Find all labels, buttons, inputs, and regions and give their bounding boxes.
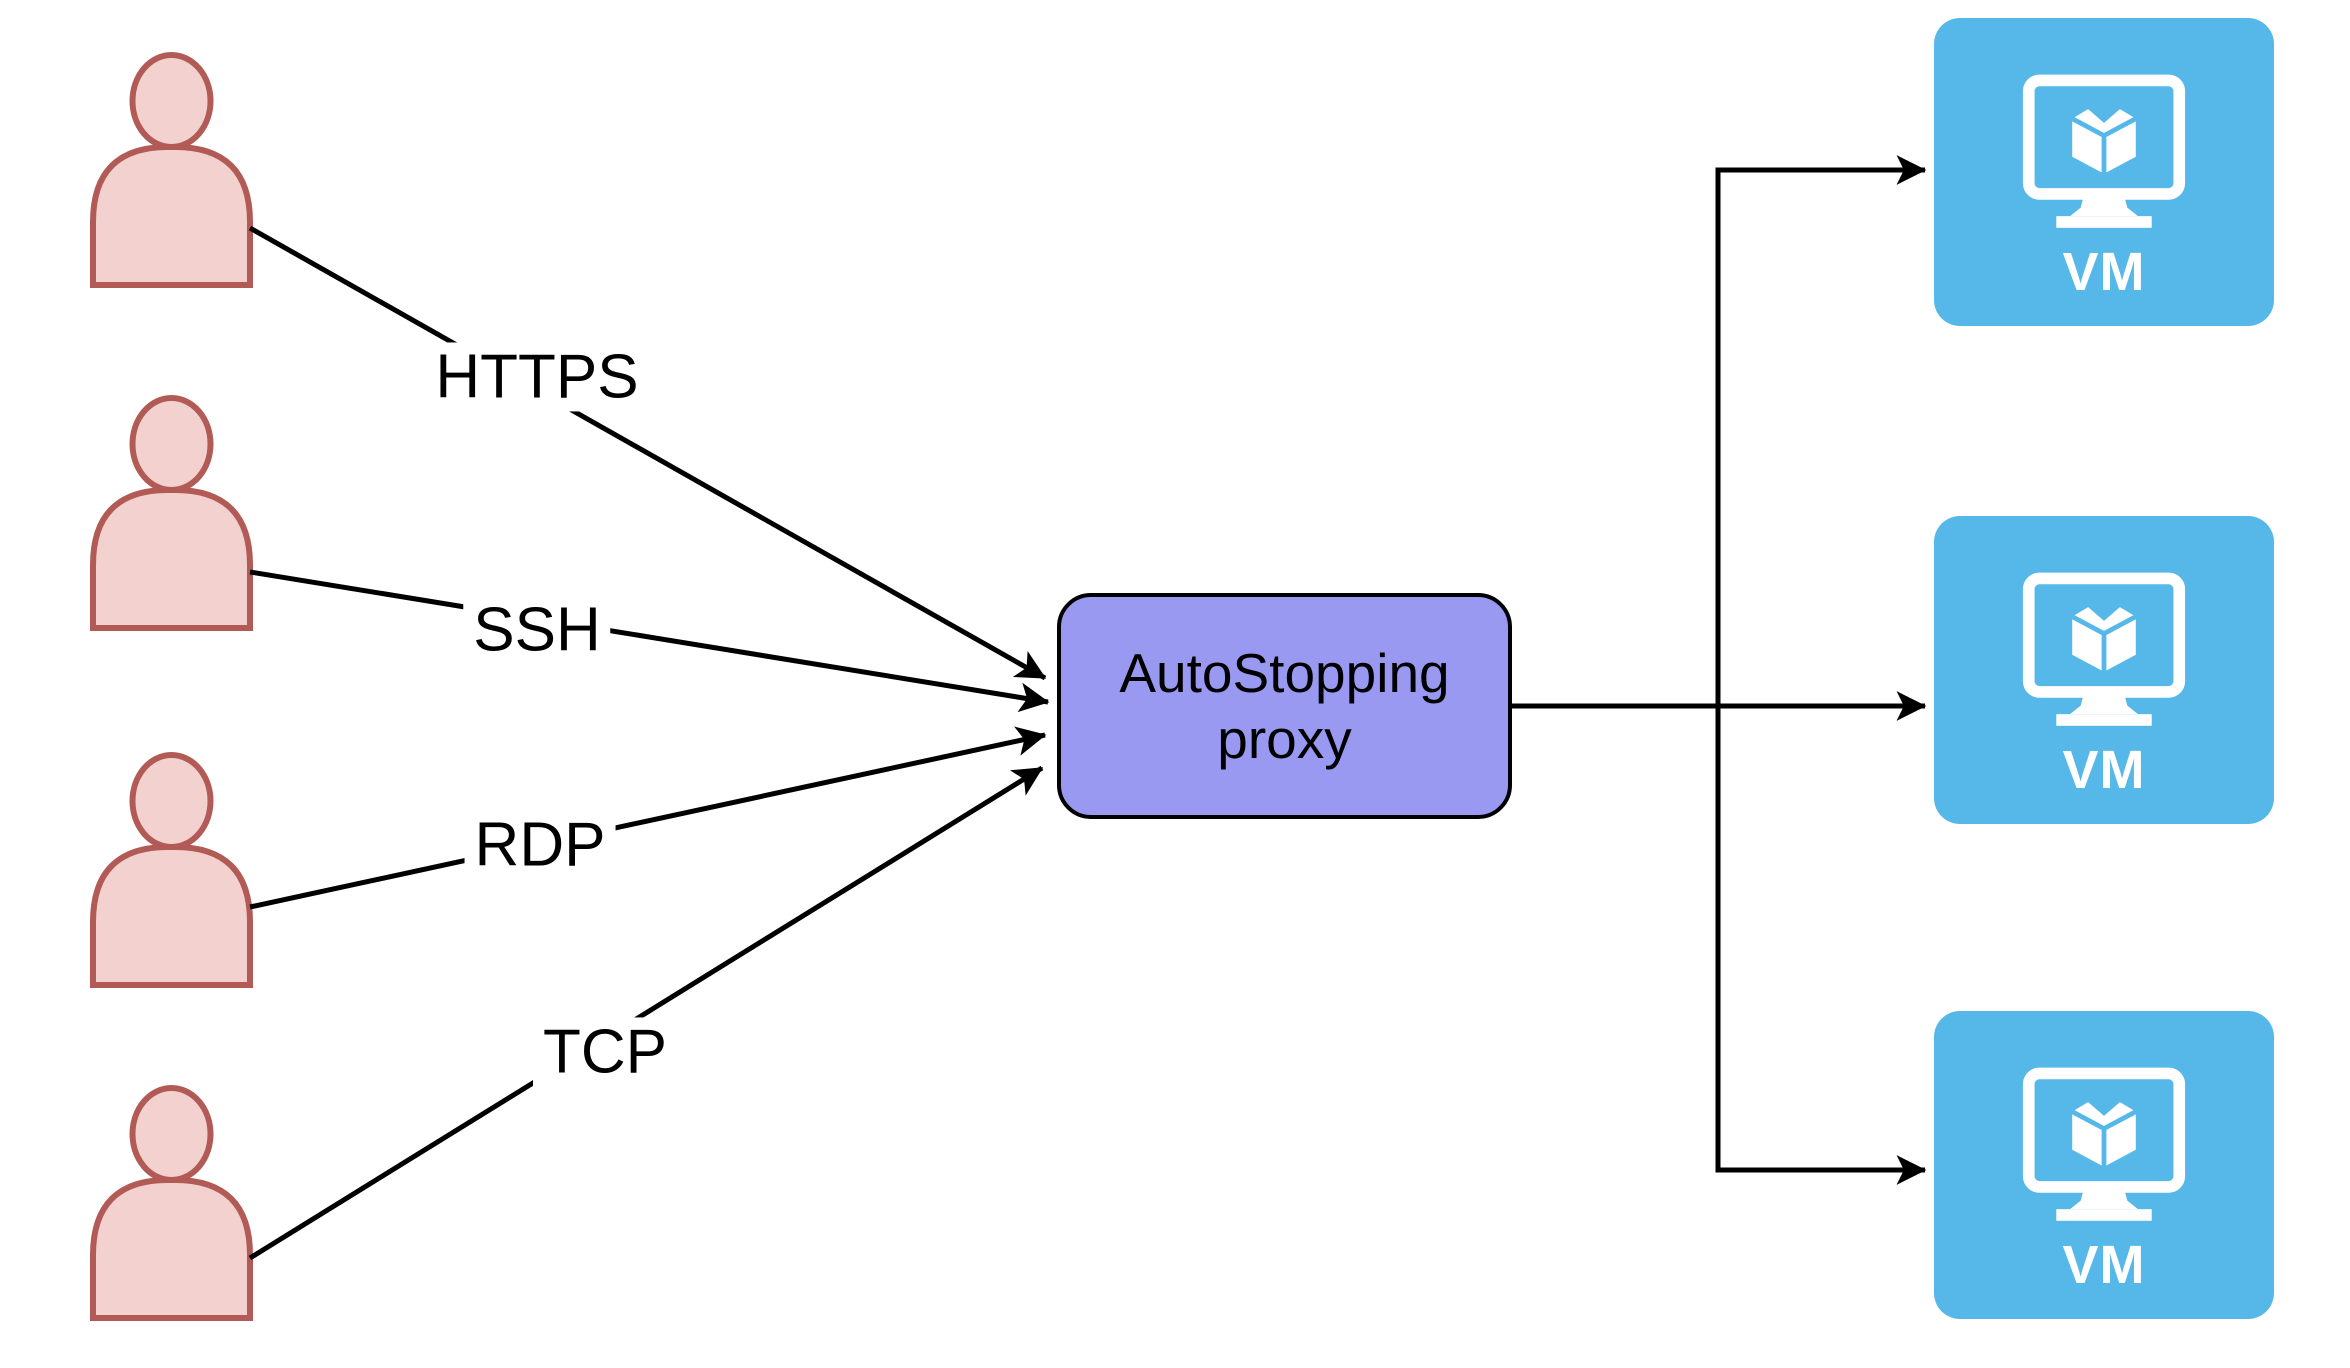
vm-node-1: VM bbox=[1934, 18, 2274, 326]
edge-tcp-line bbox=[248, 765, 1044, 1261]
edge-https-line bbox=[248, 225, 1047, 681]
edge-rdp-line bbox=[249, 726, 1047, 910]
vm-label: VM bbox=[2062, 1235, 2146, 1295]
vm-label: VM bbox=[2062, 740, 2146, 800]
user-icon bbox=[90, 1085, 253, 1321]
autostopping-proxy-node: AutoStopping proxy bbox=[1057, 593, 1512, 819]
user-icon bbox=[90, 395, 253, 631]
vm-monitor-icon bbox=[2022, 572, 2186, 726]
user-icon bbox=[90, 752, 253, 988]
edge-label-ssh: SSH bbox=[463, 595, 611, 665]
vm-monitor-icon bbox=[2022, 74, 2186, 228]
edge-ssh-line bbox=[249, 569, 1050, 713]
edge-label-tcp: TCP bbox=[533, 1017, 677, 1087]
vm-node-2: VM bbox=[1934, 516, 2274, 824]
edge-label-rdp: RDP bbox=[464, 810, 616, 880]
proxy-label: AutoStopping proxy bbox=[1119, 642, 1450, 770]
vm-monitor-icon bbox=[2022, 1067, 2186, 1221]
connector-proxy-to-vm-1 bbox=[1715, 155, 1927, 706]
vm-node-3: VM bbox=[1934, 1011, 2274, 1319]
user-icon bbox=[90, 52, 253, 288]
vm-label: VM bbox=[2062, 242, 2146, 302]
edge-label-https: HTTPS bbox=[425, 342, 649, 412]
connector-proxy-to-vm-3 bbox=[1715, 706, 1927, 1185]
